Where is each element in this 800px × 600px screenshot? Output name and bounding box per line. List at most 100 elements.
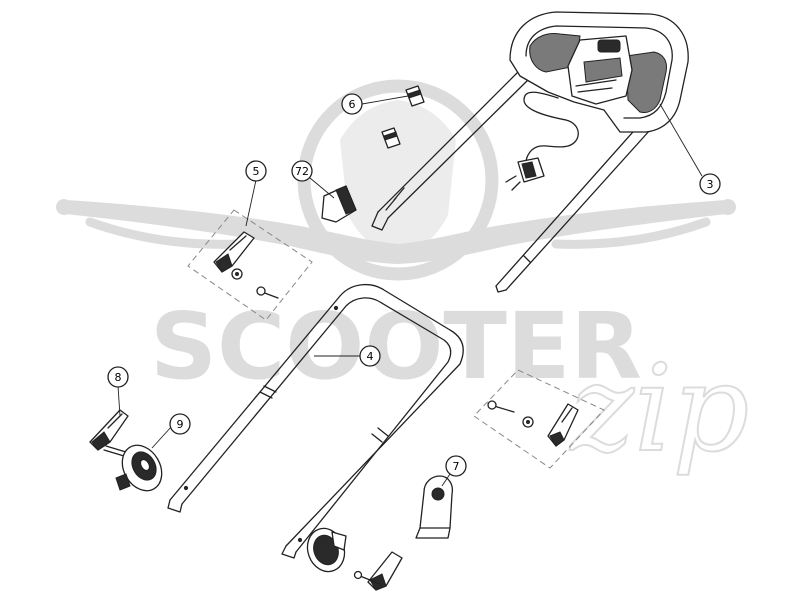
lever-8-slot xyxy=(107,413,123,429)
callout-5-label: 5 xyxy=(253,165,260,178)
callout-3-label: 3 xyxy=(707,178,714,191)
cable-clip-base xyxy=(415,527,451,539)
clamp-lever-dark xyxy=(215,253,233,273)
callout-9-label: 9 xyxy=(177,418,184,431)
watermark-handlebar-left-end xyxy=(56,199,72,215)
cable-clip-body xyxy=(419,475,454,529)
leader-9 xyxy=(151,425,173,449)
upper-handle-right-tube-mark xyxy=(523,255,531,263)
callout-8: 8 xyxy=(107,366,129,388)
clamp-lever-slot xyxy=(229,235,247,251)
watermark-handlebar-right-end xyxy=(720,199,736,215)
clamp-right-washer-hole xyxy=(526,420,530,424)
sleeves-part-6 xyxy=(381,85,425,149)
callout-8-circle xyxy=(107,366,129,388)
watermark: SCOOTER zip xyxy=(56,79,750,480)
lower-handle-hole-right xyxy=(297,537,303,543)
callout-4-circle xyxy=(359,345,381,367)
wheel-9-hub xyxy=(139,458,151,472)
upper-handle-right-grip xyxy=(625,51,667,113)
clamp-lever-part-8 xyxy=(89,409,129,457)
watermark-lever-left xyxy=(85,217,245,249)
lower-handle-right-end xyxy=(281,545,297,559)
bottom-lever-bolt-head xyxy=(353,570,363,580)
bottom-wheel-cap xyxy=(331,531,347,551)
callout-4: 4 xyxy=(359,345,381,367)
watermark-brand-text: SCOOTER xyxy=(150,293,642,400)
upper-handle-right-tube-end xyxy=(495,285,507,293)
clamp-right-bolt-head xyxy=(487,400,497,410)
clamp-kit-dashed-box xyxy=(187,209,313,321)
leader-6 xyxy=(361,95,409,105)
callout-3-circle xyxy=(699,173,721,195)
cable-clip-part-7 xyxy=(415,475,454,539)
upper-handle-inner-frame xyxy=(525,25,673,119)
watermark-handlebar xyxy=(66,200,726,264)
wheel-9-knob xyxy=(115,473,131,491)
callout-6: 6 xyxy=(341,93,363,115)
power-cable xyxy=(523,91,579,171)
power-plug-pins xyxy=(505,175,521,191)
callout-72-label: 72 xyxy=(295,165,309,178)
callout-72: 72 xyxy=(291,160,313,182)
bottom-wheel-and-lever xyxy=(306,527,403,591)
lower-handle-inner xyxy=(181,297,452,553)
lower-handle-right-band xyxy=(371,427,389,443)
upper-handle-left-tube xyxy=(377,69,531,219)
lever-8-bolt xyxy=(103,445,127,457)
leader-5 xyxy=(245,179,257,227)
bottom-lever-dark xyxy=(369,573,387,591)
watermark-emblem-mask xyxy=(340,100,456,255)
upper-handle-right-tube xyxy=(495,123,651,291)
clamp-washer-hole xyxy=(235,272,239,276)
callout-7-circle xyxy=(445,455,467,477)
sleeve-lower-band xyxy=(383,131,398,141)
power-plug-body xyxy=(521,161,537,179)
adjust-wheel-part-9 xyxy=(115,444,163,492)
upper-handle-part-3 xyxy=(371,11,689,293)
lever-8-dark xyxy=(91,431,111,451)
clamp-kit-right xyxy=(473,369,605,469)
callout-6-label: 6 xyxy=(349,98,356,111)
upper-handle-left-tube-slot xyxy=(385,187,405,211)
callout-72-circle xyxy=(291,160,313,182)
clip-body-dark xyxy=(335,185,357,215)
leader-8 xyxy=(117,385,121,417)
clamp-kit-part-5 xyxy=(187,209,313,321)
callout-4-label: 4 xyxy=(367,350,374,363)
callout-7: 7 xyxy=(445,455,467,477)
lower-handle-hole-top xyxy=(333,305,339,311)
callout-9-circle xyxy=(169,413,191,435)
sleeve-upper-band xyxy=(407,89,422,99)
control-box-detail xyxy=(575,79,617,93)
callout-5: 5 xyxy=(245,160,267,182)
callout-6-circle xyxy=(341,93,363,115)
watermark-script-text: zip xyxy=(569,340,749,479)
control-switch-button xyxy=(597,39,621,53)
leader-72 xyxy=(309,177,335,199)
clamp-right-lever-slot xyxy=(561,407,573,423)
callout-3: 3 xyxy=(699,173,721,195)
watermark-lever-right xyxy=(551,217,711,249)
leader-3 xyxy=(659,103,703,177)
lower-handle-left-band xyxy=(259,385,277,399)
upper-handle-left-tube-end xyxy=(371,211,389,231)
clamp-bolt-head xyxy=(256,286,266,296)
callout-9: 9 xyxy=(169,413,191,435)
clamp-right-bolt xyxy=(493,405,515,413)
callout-leaders xyxy=(117,95,703,487)
bottom-lever-bolt xyxy=(359,575,381,585)
callout-5-circle xyxy=(245,160,267,182)
cable-clip-hole xyxy=(431,487,445,501)
leader-7 xyxy=(441,473,451,487)
clamp-kit-right-dashed-box xyxy=(473,369,605,469)
lower-handle-left-end xyxy=(167,499,183,513)
lower-handle-part-4 xyxy=(167,284,464,559)
clamp-right-lever-dark xyxy=(549,431,565,447)
lower-handle-hole-left xyxy=(183,485,189,491)
control-box-panel xyxy=(583,57,623,83)
lower-handle-outer xyxy=(169,284,464,547)
callout-7-label: 7 xyxy=(453,460,460,473)
callout-8-label: 8 xyxy=(115,371,122,384)
